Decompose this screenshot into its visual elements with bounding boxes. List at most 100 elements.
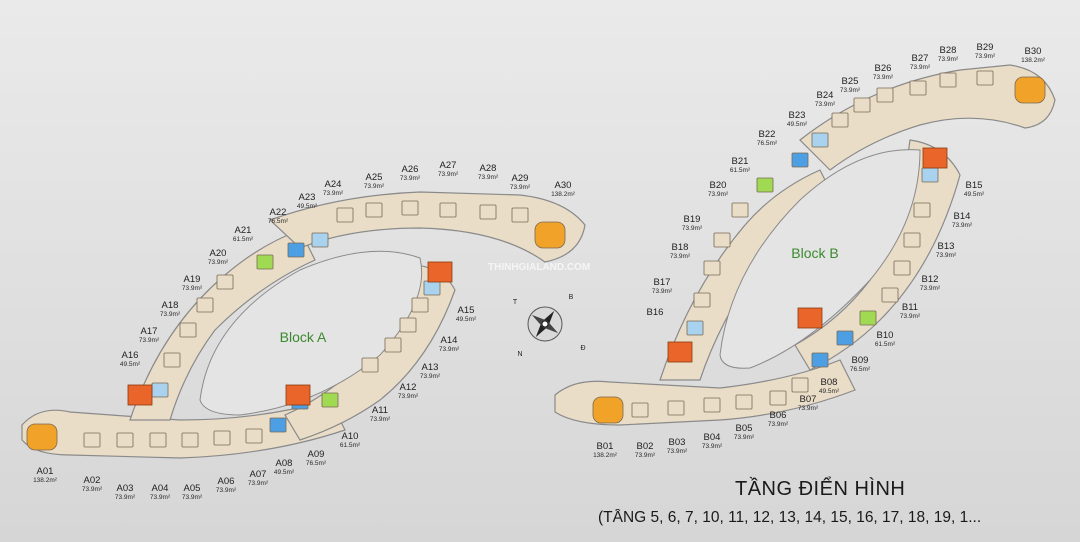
block-b-core-right <box>797 307 823 329</box>
unit-code-a26: A26 <box>402 164 419 175</box>
block-b-unit-b11[interactable] <box>881 287 899 303</box>
unit-area-a27: 73.9m² <box>438 171 459 178</box>
block-a-unit-a11[interactable] <box>361 357 379 373</box>
block-a-unit-a14[interactable] <box>411 297 429 313</box>
block-a-unit-a08[interactable] <box>269 417 287 433</box>
block-a-unit-a02[interactable] <box>83 432 101 448</box>
block-b-unit-b26[interactable] <box>876 87 894 103</box>
block-b-unit-b23[interactable] <box>811 132 829 148</box>
block-a-unit-a27[interactable] <box>439 202 457 218</box>
unit-area-b09: 76.5m² <box>850 366 871 373</box>
block-b-unit-b14[interactable] <box>913 202 931 218</box>
block-b-unit-b08[interactable] <box>811 352 829 368</box>
block-a-unit-a10[interactable] <box>321 392 339 408</box>
block-b-unit-b28[interactable] <box>939 72 957 88</box>
block-b-upper-wing <box>799 64 1056 171</box>
block-a-unit-a22[interactable] <box>287 242 305 258</box>
unit-code-b20: B20 <box>710 180 727 191</box>
unit-code-a16: A16 <box>122 350 139 361</box>
block-b-unit-b05[interactable] <box>735 394 753 410</box>
unit-area-a03: 73.9m² <box>115 494 136 501</box>
block-b-unit-b20[interactable] <box>731 202 749 218</box>
unit-code-a15: A15 <box>458 305 475 316</box>
block-a-unit-a16[interactable] <box>151 382 169 398</box>
block-a-unit-a13[interactable] <box>399 317 417 333</box>
block-b-unit-b16[interactable] <box>686 320 704 336</box>
block-b-unit-b29[interactable] <box>976 70 994 86</box>
block-a-unit-a15[interactable] <box>423 280 441 296</box>
block-a-unit-a28[interactable] <box>479 204 497 220</box>
unit-code-a27: A27 <box>440 160 457 171</box>
unit-area-b15: 49.5m² <box>964 191 985 198</box>
block-b-unit-b27[interactable] <box>909 80 927 96</box>
unit-code-b26: B26 <box>875 63 892 74</box>
block-b-unit-b03[interactable] <box>667 400 685 416</box>
unit-area-b03: 73.9m² <box>667 448 688 455</box>
block-a-unit-a18[interactable] <box>179 322 197 338</box>
unit-code-a29: A29 <box>512 173 529 184</box>
block-b-core-left <box>667 341 693 363</box>
block-b-unit-b22[interactable] <box>791 152 809 168</box>
block-b-unit-b09[interactable] <box>836 330 854 346</box>
unit-area-b28: 73.9m² <box>938 56 959 63</box>
unit-code-a25: A25 <box>366 172 383 183</box>
unit-area-b17: 73.9m² <box>652 288 673 295</box>
unit-area-a19: 73.9m² <box>182 285 203 292</box>
block-b-unit-b07[interactable] <box>791 377 809 393</box>
block-a-unit-a06[interactable] <box>213 430 231 446</box>
block-b-unit-b19[interactable] <box>713 232 731 248</box>
unit-code-b21: B21 <box>732 156 749 167</box>
block-b-unit-b12[interactable] <box>893 260 911 276</box>
unit-area-a30: 138.2m² <box>551 191 576 198</box>
block-b-unit-b15[interactable] <box>921 167 939 183</box>
block-b-unit-b18[interactable] <box>703 260 721 276</box>
unit-area-b18: 73.9m² <box>670 253 691 260</box>
block-b-unit-b24[interactable] <box>831 112 849 128</box>
unit-code-a09: A09 <box>308 449 325 460</box>
block-b-unit-b25[interactable] <box>853 97 871 113</box>
unit-code-a13: A13 <box>422 362 439 373</box>
compass-rose: B N T Đ <box>513 294 586 358</box>
block-a-unit-a25[interactable] <box>365 202 383 218</box>
block-a-unit-a07[interactable] <box>245 428 263 444</box>
block-a-unit-a05[interactable] <box>181 432 199 448</box>
block-b-unit-b30[interactable] <box>1014 76 1046 104</box>
block-a-unit-a12[interactable] <box>384 337 402 353</box>
block-b-unit-b04[interactable] <box>703 397 721 413</box>
block-b-unit-b10[interactable] <box>859 310 877 326</box>
unit-area-b14: 73.9m² <box>952 222 973 229</box>
block-b-unit-b21[interactable] <box>756 177 774 193</box>
unit-code-b08: B08 <box>821 377 838 388</box>
block-b-unit-b02[interactable] <box>631 402 649 418</box>
block-a-unit-a04[interactable] <box>149 432 167 448</box>
unit-area-a17: 73.9m² <box>139 337 160 344</box>
unit-area-a06: 73.9m² <box>216 487 237 494</box>
block-a-label: Block A <box>280 329 327 345</box>
block-a-unit-a30[interactable] <box>534 221 566 249</box>
block-a-unit-a03[interactable] <box>116 432 134 448</box>
unit-code-b10: B10 <box>877 330 894 341</box>
unit-area-b13: 73.9m² <box>936 252 957 259</box>
block-b-unit-b01[interactable] <box>592 396 624 424</box>
block-a-unit-a17[interactable] <box>163 352 181 368</box>
block-a-unit-a23[interactable] <box>311 232 329 248</box>
unit-area-a20: 73.9m² <box>208 259 229 266</box>
unit-area-b21: 61.5m² <box>730 167 751 174</box>
block-a-unit-a29[interactable] <box>511 207 529 223</box>
unit-area-b01: 138.2m² <box>593 452 618 459</box>
unit-code-a07: A07 <box>250 469 267 480</box>
unit-code-b30: B30 <box>1025 46 1042 57</box>
block-b-unit-b06[interactable] <box>769 390 787 406</box>
block-a-unit-a26[interactable] <box>401 200 419 216</box>
block-b-label: Block B <box>791 245 838 261</box>
block-b-unit-b17[interactable] <box>693 292 711 308</box>
block-a-unit-a24[interactable] <box>336 207 354 223</box>
block-a-unit-a20[interactable] <box>216 274 234 290</box>
unit-code-a23: A23 <box>299 192 316 203</box>
block-a-unit-a19[interactable] <box>196 297 214 313</box>
block-b-unit-b13[interactable] <box>903 232 921 248</box>
block-a-unit-a21[interactable] <box>256 254 274 270</box>
unit-code-b29: B29 <box>977 42 994 53</box>
block-a-unit-a01[interactable] <box>26 423 58 451</box>
